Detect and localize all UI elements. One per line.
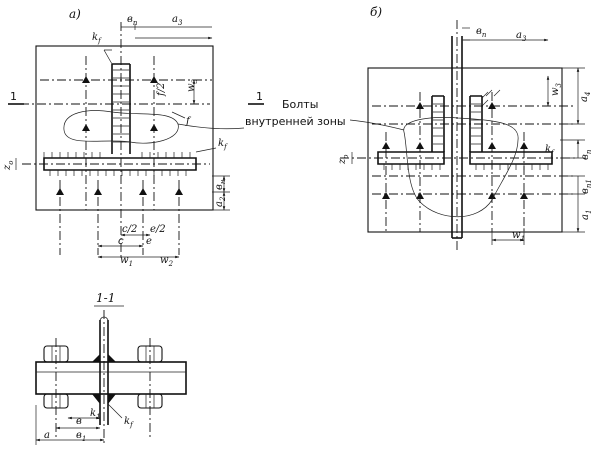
section-weld-bottom	[92, 394, 116, 404]
section-web	[99, 320, 109, 425]
panel-a-dim-f: f	[185, 116, 192, 127]
panel-a-dim-kf-top: kf	[92, 32, 102, 45]
panel-a-flange-weld	[49, 170, 187, 176]
section-weld-top	[92, 354, 116, 362]
panel-a-dim-b: вн	[214, 179, 227, 190]
panel-a-dim-w1: w1	[120, 255, 133, 268]
panel-a-dim-w2: w2	[160, 255, 174, 268]
panel-a-dim-c: с	[118, 236, 124, 247]
panel-b-bolt	[520, 142, 528, 149]
panel-b-flange-left	[377, 151, 445, 165]
panel-b-dim-bn2: вп	[580, 149, 593, 160]
panel-b-inner-zone	[403, 116, 519, 218]
panel-b-flange-right	[469, 151, 553, 165]
panel-a-dim-c2: с/2	[122, 224, 137, 235]
panel-a-bolt	[150, 124, 158, 131]
panel-a-flange	[43, 157, 197, 171]
panel-a-dim-z0: zо	[2, 161, 15, 172]
section-dim-k1: k1	[90, 408, 101, 421]
panel-b-dim-bn1: вп1	[580, 179, 593, 194]
panel-a-end-plate	[35, 45, 214, 211]
panel-b-bolt	[488, 142, 496, 149]
panel-b-web-weld	[433, 103, 481, 145]
panel-b-dim-a4: а4	[579, 92, 592, 102]
panel-a-dim-w3: w3	[186, 78, 199, 92]
panel-a-bolt	[139, 188, 147, 195]
callout-leader-right	[349, 119, 405, 131]
section-end-plate	[35, 361, 187, 395]
panel-a-dim-bn: вп	[127, 14, 138, 27]
panel-b-bolt	[488, 102, 496, 109]
panel-a-web	[111, 64, 131, 154]
panel-b-bolt	[416, 102, 424, 109]
panel-a-bolt	[82, 76, 90, 83]
section-title: 1-1	[96, 291, 115, 305]
panel-a-dim-e: е	[146, 236, 152, 247]
section-1-1: 1-1 а в1 в k1 kf	[35, 291, 187, 445]
section-dim-b: в	[76, 416, 82, 427]
panel-a-bolt	[175, 188, 183, 195]
panel-a: а) 1 1	[2, 7, 264, 268]
inner-zone-callout: Болты внутренней зоны	[177, 98, 405, 131]
callout-line2: внутренней зоны	[245, 115, 346, 128]
panel-b-dim-a3: а3	[516, 30, 527, 43]
panel-b-bolt	[416, 142, 424, 149]
section-dim-kf: kf	[124, 416, 134, 429]
panel-b-rib	[451, 36, 463, 238]
panel-a-section-left: 1	[10, 90, 17, 103]
panel-b: б)	[337, 5, 593, 250]
panel-b-bolt	[488, 192, 496, 199]
panel-a-dim-a2: а2	[214, 196, 227, 207]
callout-line1: Болты	[282, 98, 318, 111]
callout-leader-left	[177, 123, 245, 130]
panel-a-title: а)	[69, 7, 81, 21]
panel-b-dim-z0: zо	[337, 155, 350, 166]
panel-b-title: б)	[370, 5, 382, 19]
panel-b-dim-bn: вп	[476, 26, 487, 39]
panel-a-dim-f2: f/2	[156, 83, 167, 97]
panel-b-end-plate	[367, 67, 563, 233]
panel-b-dim-w1: w1	[512, 230, 525, 243]
panel-b-bolt	[382, 142, 390, 149]
panel-a-bolt	[94, 188, 102, 195]
panel-a-dim-kf-right: kf	[218, 138, 228, 151]
panel-a-dim-e2: е/2	[150, 224, 166, 235]
panel-b-bolt	[520, 192, 528, 199]
panel-b-dim-w3: w3	[550, 82, 563, 96]
section-dim-b1: в1	[76, 430, 86, 443]
panel-b-bolt	[382, 192, 390, 199]
panel-a-dim-a3: а3	[172, 14, 183, 27]
panel-a-bolt	[82, 124, 90, 131]
panel-b-dim-kf: kf	[545, 144, 555, 157]
panel-b-dim-a1: а1	[580, 210, 593, 220]
panel-a-bolt	[150, 76, 158, 83]
section-dim-a: а	[44, 430, 50, 441]
panel-a-section-right: 1	[256, 90, 263, 103]
panel-a-bolt	[56, 188, 64, 195]
